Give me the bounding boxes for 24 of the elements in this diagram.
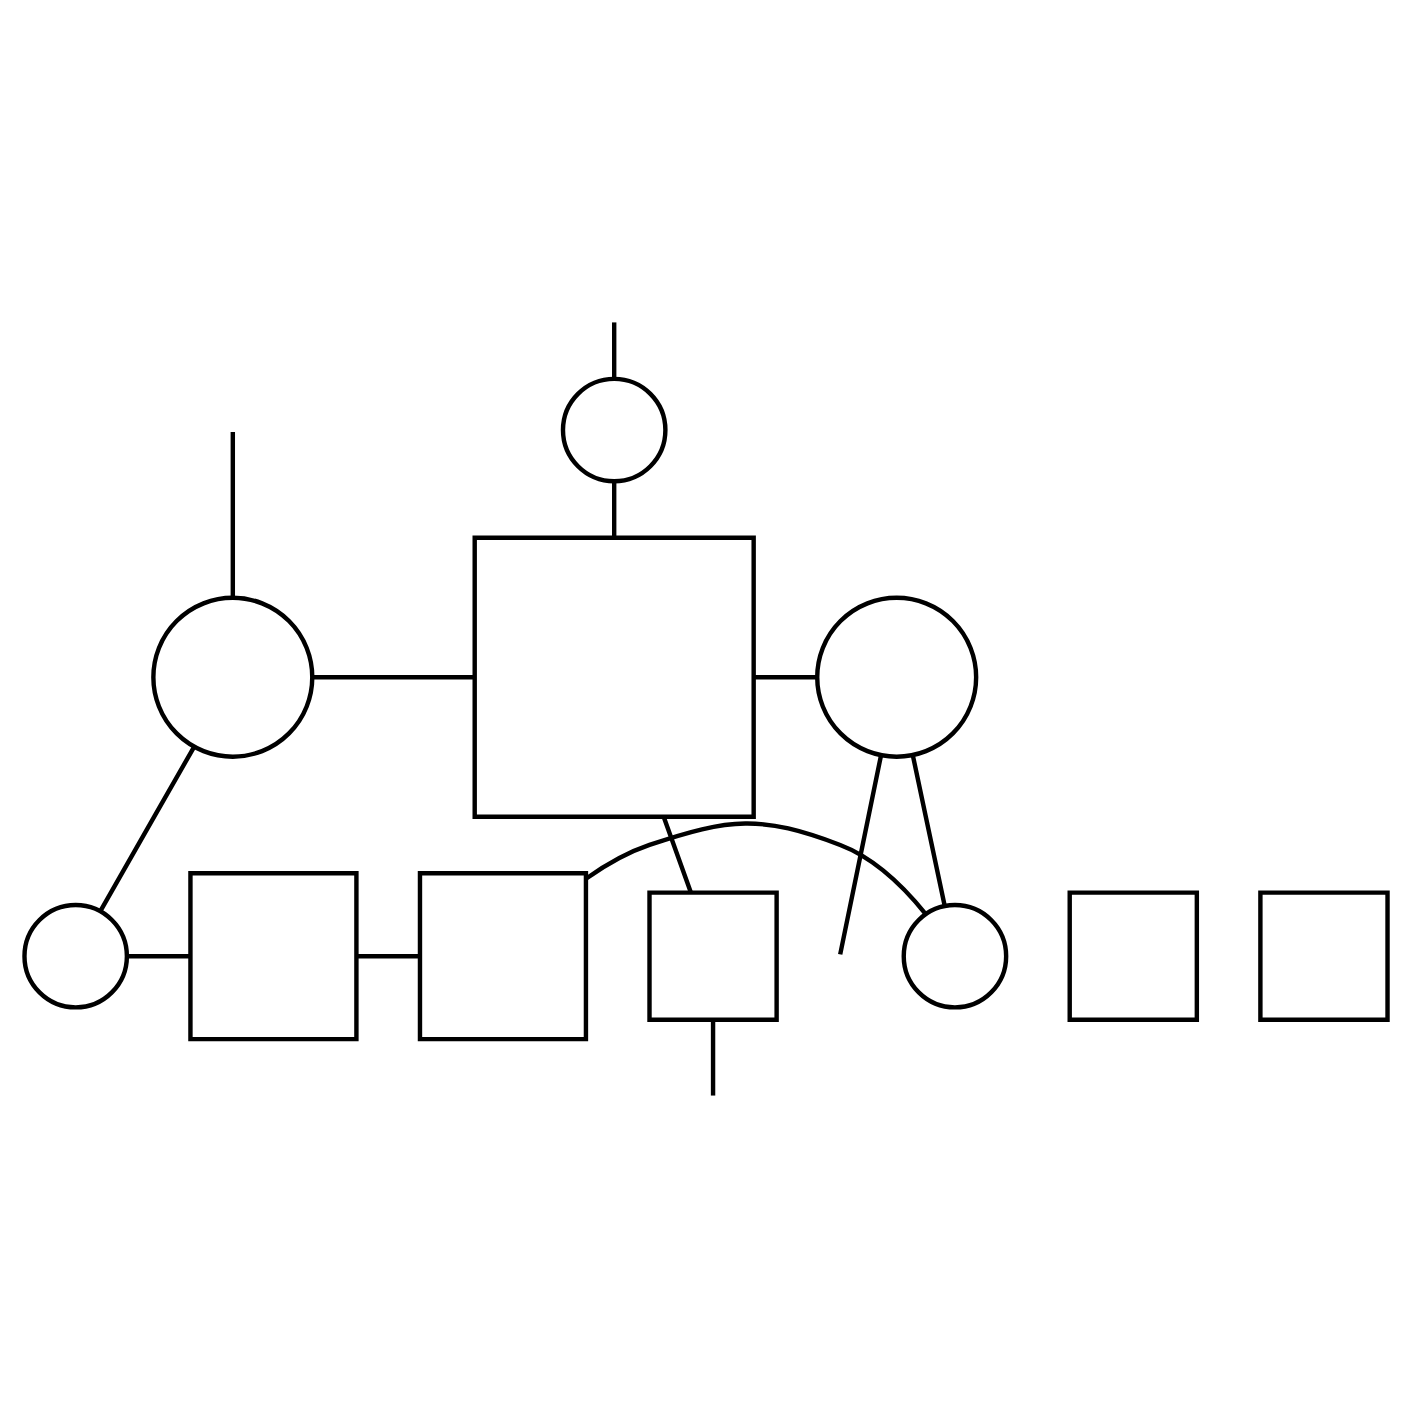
connector bbox=[612, 321, 617, 378]
connector bbox=[127, 952, 191, 958]
connector bbox=[710, 1019, 716, 1095]
node-circle bbox=[22, 901, 130, 1009]
node-box bbox=[1258, 889, 1390, 1021]
connector bbox=[356, 952, 420, 958]
node-circle bbox=[560, 375, 668, 483]
connector bbox=[612, 480, 617, 537]
node-box bbox=[1067, 889, 1200, 1021]
connector bbox=[230, 431, 236, 597]
connector bbox=[910, 754, 947, 906]
node-box bbox=[417, 870, 589, 1041]
connector bbox=[312, 674, 475, 679]
connector bbox=[753, 674, 817, 679]
node-circle bbox=[815, 594, 979, 758]
node-box bbox=[647, 889, 779, 1021]
node-box bbox=[188, 870, 359, 1041]
connector bbox=[661, 814, 693, 893]
connector bbox=[98, 744, 196, 912]
node-circle bbox=[901, 901, 1009, 1009]
node-box bbox=[472, 534, 756, 818]
node-circle bbox=[151, 594, 315, 758]
connector bbox=[585, 820, 928, 915]
connector bbox=[838, 754, 884, 954]
